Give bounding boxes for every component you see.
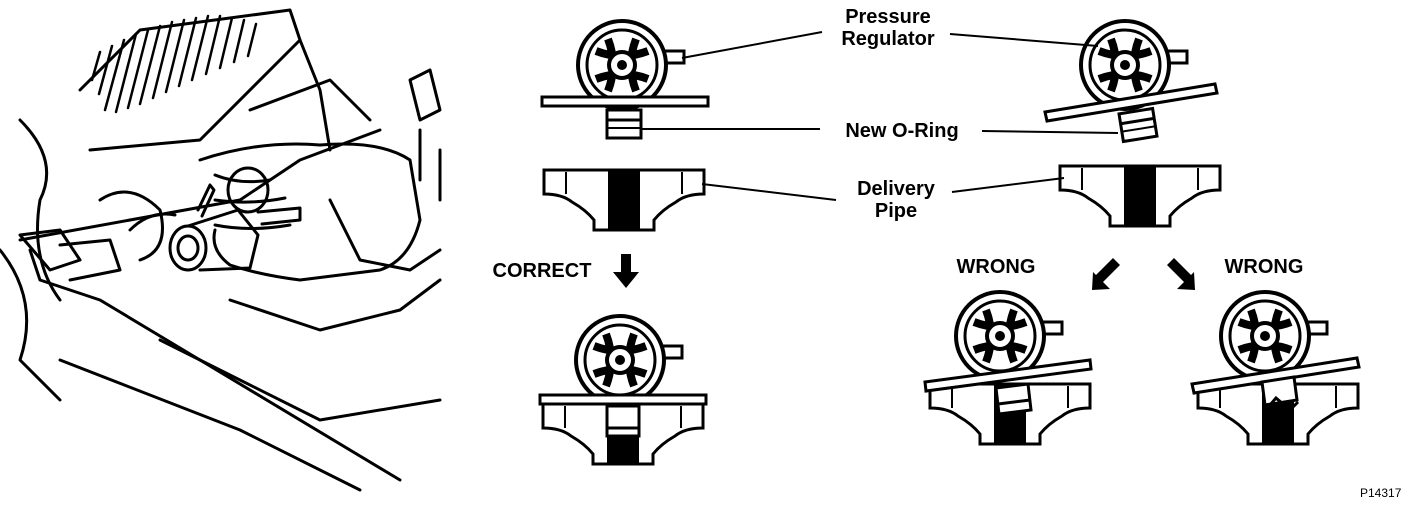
top-right-assembly [1043,21,1222,228]
correct-assembly [538,316,708,466]
leader-lines [642,31,1119,201]
top-left-assembly [540,21,710,232]
wrong-assembly-2 [1190,292,1361,446]
correct-label: CORRECT [492,260,592,282]
figure-code: P14317 [1360,486,1402,500]
new-o-ring-label: New O-Ring [845,120,959,142]
wrong-label-right: WRONG [1224,256,1304,278]
delivery-pipe-label: Delivery Pipe [857,178,935,222]
wrong-assembly-1 [923,292,1093,446]
down-right-arrow-icon [1167,258,1195,290]
engine-illustration [0,8,442,492]
wrong-label-left: WRONG [956,256,1036,278]
down-left-arrow-icon [1092,258,1120,290]
pressure-regulator-label: Pressure Regulator [841,6,935,50]
down-arrow-icon [613,254,639,288]
